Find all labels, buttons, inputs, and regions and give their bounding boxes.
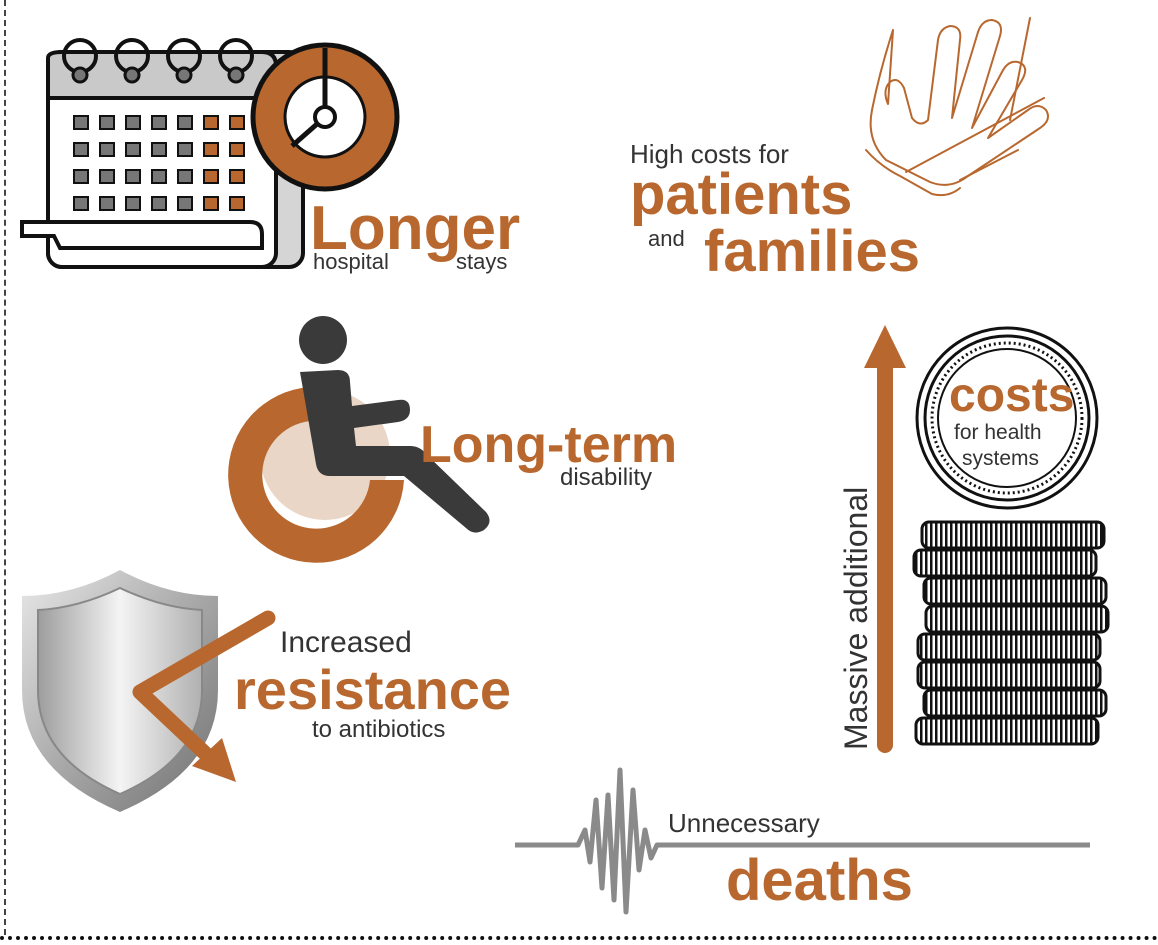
massive-additional-label: Massive additional [838,486,874,750]
hospital-label: hospital [313,249,389,274]
heartbeat-line-icon [515,767,1090,915]
stays-label: stays [456,249,508,274]
longer-heading: Longer [310,194,521,263]
clock-icon [250,42,400,192]
costs-heading: costs [949,369,1075,422]
increased-label: Increased [280,626,412,659]
and-label: and [648,226,685,251]
coin-stack-icon [912,520,1110,746]
broken-arrow-icon [132,610,276,782]
shield-icon [22,570,218,812]
hands-icon [865,17,1049,197]
for-health-label: for health [954,421,1042,444]
dotted-frame-bottom [0,936,1158,940]
deaths-heading: deaths [726,848,913,913]
calendar-icon [20,38,305,269]
high-costs-label: High costs for [630,139,789,169]
systems-label: systems [962,447,1040,470]
up-arrow-icon [864,325,906,753]
resistance-heading: resistance [234,658,512,721]
dashed-frame-left [4,0,6,935]
disability-label: disability [560,464,653,491]
unnecessary-label: Unnecessary [668,808,820,838]
to-antibiotics-label: to antibiotics [312,716,446,743]
patients-heading: patients [630,162,853,227]
families-heading: families [704,219,920,284]
coin-icon [915,326,1099,510]
wheelchair-icon [228,316,490,563]
long-term-heading: Long-term [420,416,678,474]
